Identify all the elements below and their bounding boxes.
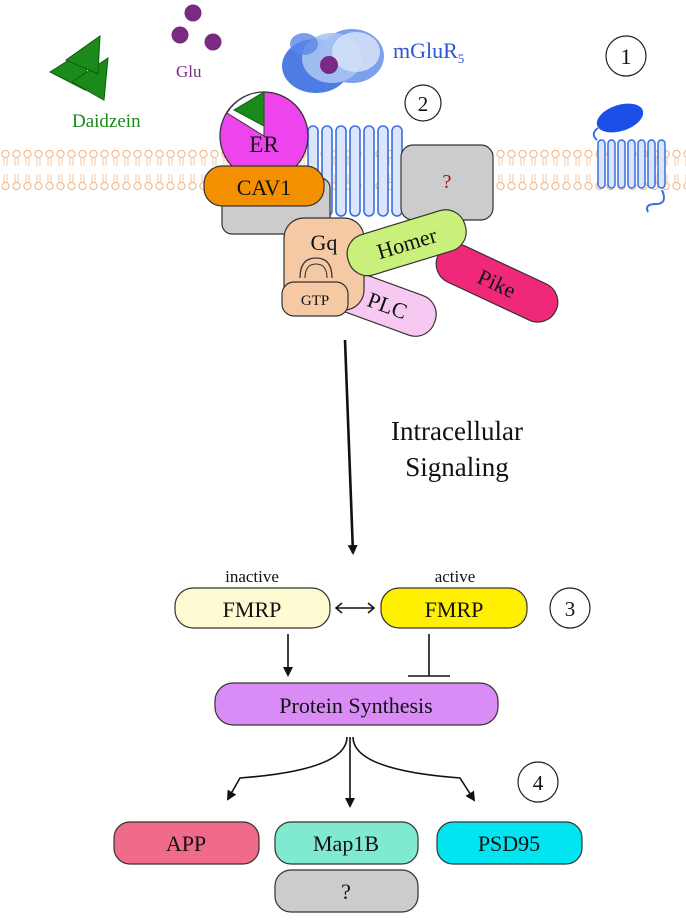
- map1b-label: Map1B: [313, 831, 379, 856]
- mglur5-subscript: 5: [458, 51, 465, 66]
- unknown-product: ?: [274, 869, 419, 913]
- active-inhibits-bar: [408, 634, 450, 677]
- er-label: ER: [249, 132, 279, 157]
- mglur5-label: mGluR5: [393, 38, 464, 66]
- fmrp-equilibrium-arrow: [334, 602, 376, 614]
- fmrp-inactive-state-label: inactive: [225, 567, 279, 586]
- psd95-protein: PSD95: [436, 821, 583, 865]
- cav1-label: CAV1: [237, 175, 292, 200]
- pike-protein: Pike: [435, 243, 559, 323]
- mglur5-ligand-binding-domain: [282, 29, 384, 93]
- step-4-badge: 4: [517, 761, 559, 803]
- protein-synthesis: Protein Synthesis: [214, 682, 499, 726]
- gtp-label: GTP: [301, 293, 329, 309]
- step-1-number: 1: [621, 44, 632, 69]
- step-3-number: 3: [565, 597, 576, 621]
- step-4-number: 4: [533, 771, 544, 795]
- app-label: APP: [166, 831, 206, 856]
- signaling-label-line2: Signaling: [405, 452, 509, 482]
- step-1-badge: 1: [605, 35, 647, 77]
- mglur5-name: mGluR: [393, 38, 458, 63]
- fmrp-active-state-label: active: [435, 567, 476, 586]
- map1b-protein: Map1B: [274, 821, 419, 865]
- step-3-badge: 3: [549, 587, 591, 629]
- free-mglur5-receptor: [592, 103, 666, 213]
- glu-icon: [171, 4, 222, 51]
- step-2-number: 2: [418, 92, 429, 116]
- daidzein-icon: [48, 34, 109, 101]
- bound-daidzein-icon: [232, 91, 265, 127]
- unknown-protein-membrane-box: ?: [400, 144, 494, 221]
- step-2-badge: 2: [404, 84, 442, 122]
- glu-label: Glu: [176, 62, 202, 81]
- synthesis-branch-arrows: [227, 736, 476, 808]
- fmrp-active-label: FMRP: [425, 597, 484, 622]
- estrogen-receptor: ER: [219, 91, 309, 181]
- gtp-molecule: GTP: [281, 281, 349, 317]
- daidzein-label: Daidzein: [72, 111, 141, 132]
- cav1-protein: CAV1: [203, 165, 325, 207]
- fmrp-active: FMRP: [380, 587, 528, 629]
- unknown-protein-label: ?: [443, 171, 452, 193]
- gq-label: Gq: [311, 230, 338, 255]
- app-protein: APP: [113, 821, 260, 865]
- unknown-product-label: ?: [341, 879, 351, 904]
- psd95-label: PSD95: [478, 831, 540, 856]
- fmrp-inactive-label: FMRP: [223, 597, 282, 622]
- protein-synthesis-label: Protein Synthesis: [279, 693, 432, 718]
- homer-protein: Homer: [346, 209, 467, 277]
- signaling-arrow: [343, 339, 358, 555]
- fmrp-inactive: FMRP: [174, 587, 331, 629]
- signaling-label-line1: Intracellular: [391, 416, 523, 446]
